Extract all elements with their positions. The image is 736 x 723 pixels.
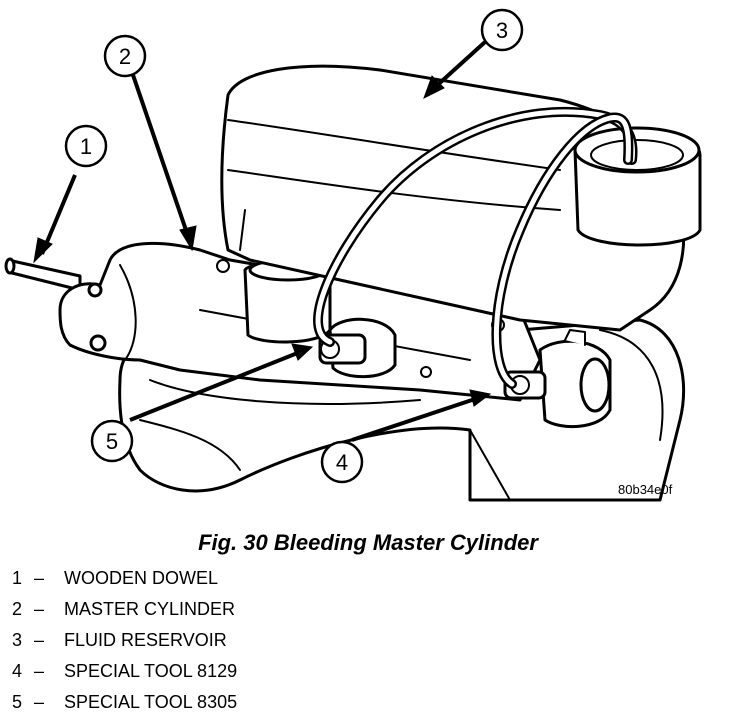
legend-item: 5–SPECIAL TOOL 8305 bbox=[12, 692, 237, 723]
callout-2: 2 bbox=[119, 44, 131, 69]
callout-1: 1 bbox=[80, 134, 92, 159]
legend-dash: – bbox=[34, 630, 45, 650]
legend-dash: – bbox=[34, 568, 45, 588]
legend-number: 4 bbox=[12, 661, 23, 681]
legend-item: 2–MASTER CYLINDER bbox=[12, 599, 237, 630]
legend-label: WOODEN DOWEL bbox=[64, 568, 219, 588]
legend-number: 5 bbox=[12, 692, 23, 712]
wooden-dowel bbox=[6, 258, 82, 292]
legend-item: 3–FLUID RESERVOIR bbox=[12, 630, 237, 661]
callout-1-circle bbox=[64, 124, 108, 168]
legend-label: SPECIAL TOOL 8305 bbox=[64, 692, 238, 712]
master-cylinder-illustration: 1 2 3 4 5 bbox=[4, 8, 702, 502]
legend-label: FLUID RESERVOIR bbox=[64, 630, 227, 650]
callout-4: 4 bbox=[336, 450, 348, 475]
legend-list: 1–WOODEN DOWEL 2–MASTER CYLINDER 3–FLUID… bbox=[12, 568, 237, 723]
figure-caption: Fig. 30 Bleeding Master Cylinder bbox=[198, 530, 538, 555]
legend-item: 4–SPECIAL TOOL 8129 bbox=[12, 661, 237, 692]
legend-number: 2 bbox=[12, 599, 23, 619]
callout-3-circle bbox=[480, 8, 524, 52]
legend-number: 3 bbox=[12, 630, 23, 650]
legend-dash: – bbox=[34, 692, 45, 712]
legend-item: 1–WOODEN DOWEL bbox=[12, 568, 237, 599]
legend-dash: – bbox=[34, 661, 45, 681]
callout-5: 5 bbox=[106, 429, 118, 454]
legend-number: 1 bbox=[12, 568, 23, 588]
legend-dash: – bbox=[34, 599, 45, 619]
callout-2-circle bbox=[103, 34, 147, 78]
legend-label: MASTER CYLINDER bbox=[64, 599, 236, 619]
figure-code: 80b34e0f bbox=[618, 482, 673, 497]
callout-3: 3 bbox=[496, 18, 508, 43]
callout-4-circle bbox=[320, 440, 364, 484]
callout-5-circle bbox=[90, 419, 134, 463]
legend-label: SPECIAL TOOL 8129 bbox=[64, 661, 238, 681]
